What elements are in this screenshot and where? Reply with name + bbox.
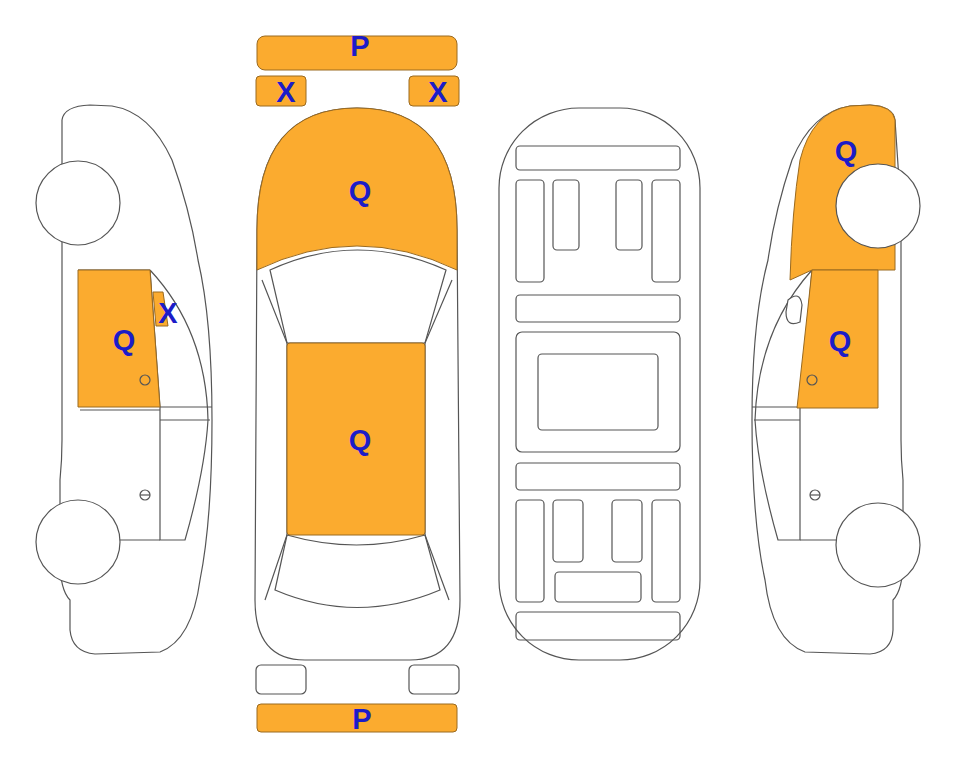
wheel: [36, 161, 120, 245]
damage-code: X: [158, 299, 177, 328]
right-headlight-panel: [409, 76, 459, 106]
underside-view: [499, 108, 700, 660]
right-front-door-panel: [797, 270, 878, 408]
left-headlight-panel: [256, 76, 306, 106]
hood-panel: [257, 108, 457, 270]
damage-code: Q: [349, 426, 372, 455]
damage-code: Q: [835, 137, 858, 166]
top-view: [255, 108, 460, 694]
roof-panel: [287, 343, 425, 535]
wheel: [36, 500, 120, 584]
wheel: [836, 164, 920, 248]
damage-code: X: [276, 78, 295, 107]
damage-code: P: [352, 705, 371, 734]
damage-code: Q: [829, 327, 852, 356]
damage-code: Q: [113, 326, 136, 355]
wheel: [836, 503, 920, 587]
damage-code: Q: [349, 177, 372, 206]
damage-code: X: [428, 78, 447, 107]
left-front-door-panel: [78, 270, 160, 407]
damage-code: P: [350, 32, 369, 61]
